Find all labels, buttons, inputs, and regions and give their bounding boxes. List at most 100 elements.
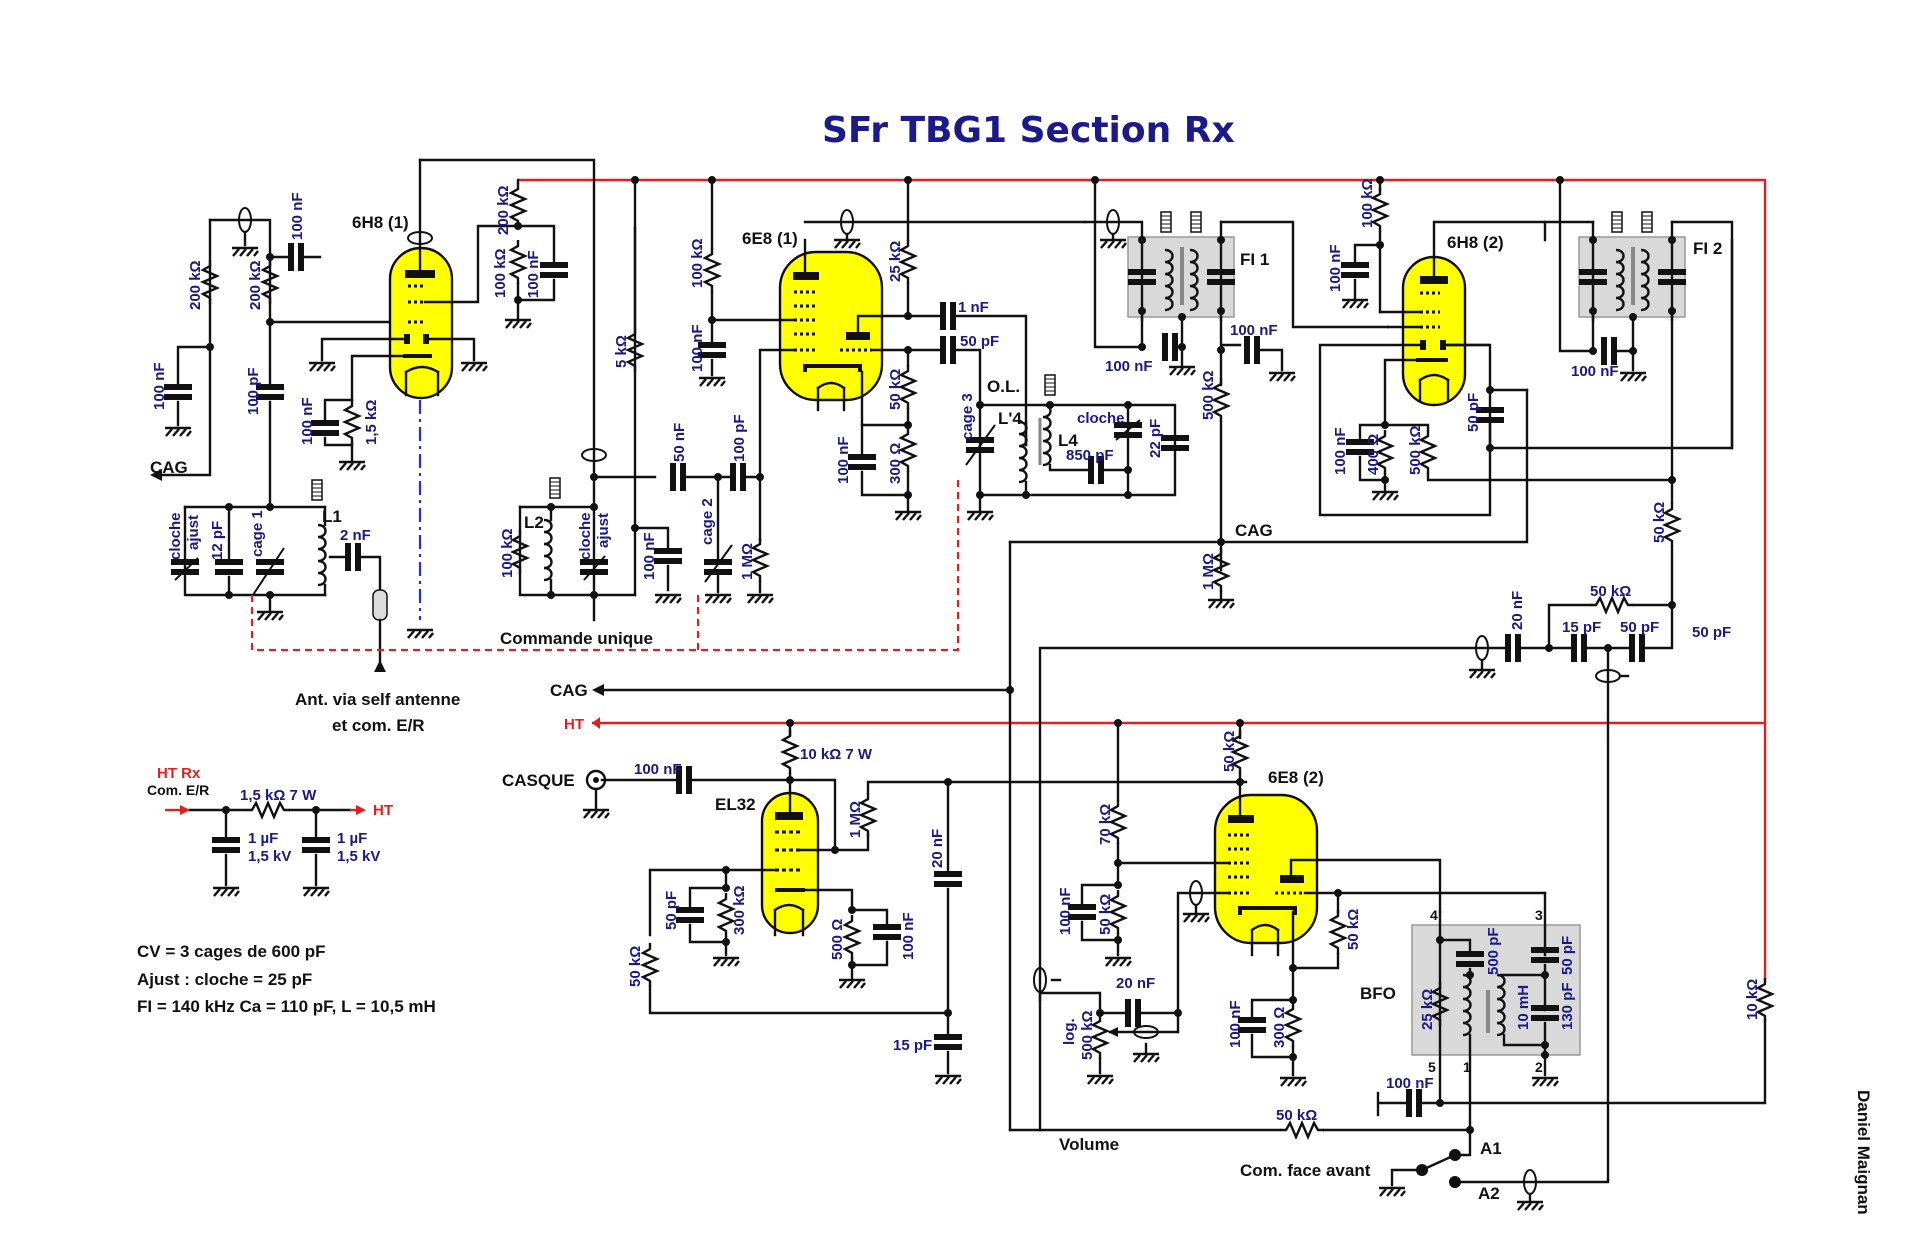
value-label: 100 nF xyxy=(1230,322,1278,339)
tube-6e8-1: 6E8 (1) xyxy=(742,229,884,412)
value-label: 50 pF xyxy=(960,333,999,350)
value-label: 100 nF xyxy=(634,761,682,778)
ol-label: O.L. xyxy=(987,377,1020,396)
value-label: 5 kΩ xyxy=(613,335,630,368)
value-label: 100 nF xyxy=(1386,1075,1434,1092)
value-label: cloche xyxy=(167,512,184,560)
value-label: 50 kΩ xyxy=(887,369,904,410)
value-label: 25 kΩ xyxy=(887,241,904,282)
value-label: cloche xyxy=(1077,410,1125,427)
value-label: 1 nF xyxy=(958,299,989,316)
switch-label-a1: A1 xyxy=(1480,1139,1502,1158)
value-label: 22 pF xyxy=(1147,419,1164,458)
value-label: 50 kΩ xyxy=(1651,502,1668,543)
value-label: 100 nF xyxy=(835,436,852,484)
tube-el32: EL32 xyxy=(715,791,820,937)
value-label: 100 nF xyxy=(151,362,168,410)
value-label: 2 nF xyxy=(340,527,371,544)
bfo-pin-label: 2 xyxy=(1535,1059,1543,1075)
ht-rx-sub-label: Com. E/R xyxy=(147,782,209,798)
bfo-pin-label: 3 xyxy=(1535,907,1543,923)
antenna-label: Ant. via self antenne xyxy=(295,690,460,709)
value-label: 100 nF xyxy=(1227,1000,1244,1048)
value-label: 100 nF xyxy=(1105,358,1153,375)
value-label: 500 Ω xyxy=(829,919,846,960)
value-label: 15 pF xyxy=(1562,619,1601,636)
transformer-fi1: FI 1 xyxy=(1128,211,1269,322)
antenna-label-2: et com. E/R xyxy=(332,716,425,735)
value-label: 50 nF xyxy=(671,423,688,462)
value-label: ajust xyxy=(595,513,612,548)
ht-rx-label: HT Rx xyxy=(157,765,201,782)
value-label: 100 nF xyxy=(1327,244,1344,292)
value-label: ajust xyxy=(185,515,202,550)
inductor-label-l4: L4 xyxy=(1058,431,1078,450)
value-label: log. xyxy=(1061,1018,1078,1045)
tube-label-6h8-1: 6H8 (1) xyxy=(352,213,409,232)
value-label: 850 pF xyxy=(1066,447,1114,464)
transformer-label-fi1: FI 1 xyxy=(1240,250,1269,269)
value-label: 10 mH xyxy=(1515,985,1532,1030)
bfo-pin-label: 4 xyxy=(1430,907,1438,923)
value-label: 100 pF xyxy=(731,414,748,462)
transformer-label-fi2: FI 2 xyxy=(1693,239,1722,258)
ht-filter: HT Rx Com. E/R 1,5 kΩ 7 W 1 µF 1,5 kV 1 … xyxy=(147,765,393,898)
value-label: 300 kΩ xyxy=(731,885,748,935)
tube-6h8-2: 6H8 (2) xyxy=(1401,233,1504,407)
author-credit: Daniel Maignan xyxy=(1854,1090,1873,1215)
value-label: 50 pF xyxy=(1559,936,1576,975)
value-label: 10 kΩ xyxy=(1744,979,1761,1020)
value-label: 70 kΩ xyxy=(1097,804,1114,845)
value-label: 100 pF xyxy=(245,367,262,415)
value-label: 100 nF xyxy=(641,532,658,580)
tube-6h8-1: 6H8 (1) xyxy=(352,158,454,400)
front-panel-switch[interactable] xyxy=(1377,1128,1610,1212)
ht-out-label: HT xyxy=(373,802,393,819)
value-label: 200 kΩ xyxy=(495,185,512,235)
value-label: 50 kΩ xyxy=(627,946,644,987)
switch-label-a2: A2 xyxy=(1478,1184,1500,1203)
value-label: 12 pF xyxy=(209,521,226,560)
bfo-pin-label: 5 xyxy=(1428,1059,1436,1075)
note-line: FI = 140 kHz Ca = 110 pF, L = 10,5 mH xyxy=(137,997,436,1016)
value-label: 300 Ω xyxy=(887,443,904,484)
value-label: 100 nF xyxy=(1332,427,1349,475)
value-label: cage 1 xyxy=(249,510,266,557)
value-label: 100 nF xyxy=(1571,363,1619,380)
volume-label: Volume xyxy=(1059,1135,1119,1154)
note-line: Ajust : cloche = 25 pF xyxy=(137,970,312,989)
note-line: CV = 3 cages de 600 pF xyxy=(137,942,326,961)
value-label: 50 kΩ xyxy=(1097,894,1114,935)
value-label: 1 µF xyxy=(248,830,278,847)
value-label: 130 pF xyxy=(1559,982,1576,1030)
value-label: 1 MΩ xyxy=(739,543,756,580)
value-label: 100 nF xyxy=(689,324,706,372)
value-label: 100 nF xyxy=(525,250,542,298)
transformer-fi2: FI 2 xyxy=(1579,211,1722,322)
tube-label-el32: EL32 xyxy=(715,795,756,814)
value-label: 1 MΩ xyxy=(847,801,864,838)
value-label: 10 kΩ 7 W xyxy=(800,746,873,763)
value-label: 500 kΩ xyxy=(1079,1010,1096,1060)
value-label: 1,5 kV xyxy=(248,848,291,865)
value-label: 20 nF xyxy=(1116,975,1155,992)
tube-label-6e8-1: 6E8 (1) xyxy=(742,229,798,248)
value-label: 50 pF xyxy=(1465,393,1482,432)
tube-label-6e8-2: 6E8 (2) xyxy=(1268,768,1324,787)
inductor-label-l2: L2 xyxy=(524,513,544,532)
coax-connector xyxy=(372,589,388,621)
value-label: 50 kΩ xyxy=(1345,909,1362,950)
commande-unique-label: Commande unique xyxy=(500,629,653,648)
cag-signal-label: CAG xyxy=(550,681,588,700)
inductor-label-l4-prime: L'4 xyxy=(998,409,1022,428)
diagram-title: SFr TBG1 Section Rx xyxy=(822,110,1235,151)
value-label: 100 kΩ xyxy=(499,528,516,578)
value-label: 100 nF xyxy=(900,912,917,960)
value-label: 20 nF xyxy=(929,829,946,868)
value-label: 1,5 kΩ 7 W xyxy=(240,787,317,804)
value-label: 50 kΩ xyxy=(1276,1107,1317,1124)
value-label: 200 kΩ xyxy=(247,260,264,310)
bfo-label: BFO xyxy=(1360,984,1396,1003)
value-label: 100 kΩ xyxy=(689,238,706,288)
